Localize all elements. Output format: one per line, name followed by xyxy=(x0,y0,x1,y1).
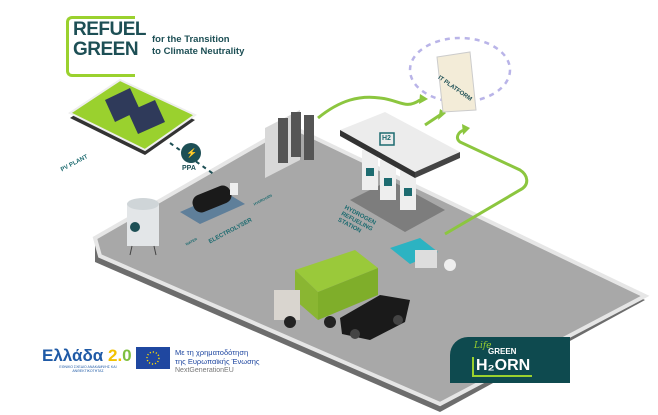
life-green-h2orn-logo: Life GREEN H₂ORN xyxy=(450,337,570,383)
logo-line1: REFUEL xyxy=(73,19,147,40)
water-tank xyxy=(127,198,159,256)
lightning-icon: ⚡ xyxy=(186,147,197,159)
ppa-label: PPA xyxy=(182,165,196,172)
h2-sign: H2 xyxy=(382,135,391,142)
ellada-text: Ελλάδα xyxy=(42,346,108,365)
horn-life: Life xyxy=(474,341,492,351)
car xyxy=(340,295,410,340)
hydrogen-station xyxy=(340,112,460,232)
hydrogen-storage xyxy=(265,110,314,178)
it-platform-folder xyxy=(436,51,477,113)
flow-arrow xyxy=(444,128,529,236)
flow-arrow xyxy=(317,95,421,120)
ellada-2-0-logo: Ελλάδα 2.0 xyxy=(42,346,132,366)
solar-panel xyxy=(128,100,165,134)
refuel-green-logo: REFUEL GREEN xyxy=(73,19,147,60)
tagline-line1: for the Transition xyxy=(152,34,230,45)
horn-h2orn: H₂ORN xyxy=(472,357,533,377)
eu-line2: της Ευρωπαϊκής Ένωσης xyxy=(175,357,260,366)
eu-flag-icon xyxy=(136,347,170,369)
logo-line2: GREEN xyxy=(73,39,139,60)
cloud-outline xyxy=(408,36,512,104)
ellada-subtitle: ΕΘΝΙΚΟ ΣΧΕΔΙΟ ΑΝΑΚΑΜΨΗΣ ΚΑΙ ΑΝΘΕΚΤΙΚΟΤΗΤ… xyxy=(59,365,117,373)
logo-tagline: for the Transition to Climate Neutrality xyxy=(152,34,244,58)
eu-funding-text: Με τη χρηματοδότηση της Ευρωπαϊκής Ένωση… xyxy=(175,348,260,375)
ellada-version-zero: 0 xyxy=(122,346,132,365)
refuel-green-logo-frame xyxy=(66,16,135,77)
flow-arrow xyxy=(424,113,441,127)
street-sweeper xyxy=(390,238,456,271)
tagline-line2: to Climate Neutrality xyxy=(152,46,245,57)
eu-line3: NextGenerationEU xyxy=(175,367,234,374)
electrolyser xyxy=(180,183,245,224)
eu-line1: Με τη χρηματοδότηση xyxy=(175,348,249,357)
pv-plant xyxy=(67,78,197,155)
horn-green: GREEN xyxy=(488,347,517,356)
garbage-truck xyxy=(274,250,378,328)
ellada-version: 2. xyxy=(107,346,123,365)
ppa-icon xyxy=(181,143,201,163)
